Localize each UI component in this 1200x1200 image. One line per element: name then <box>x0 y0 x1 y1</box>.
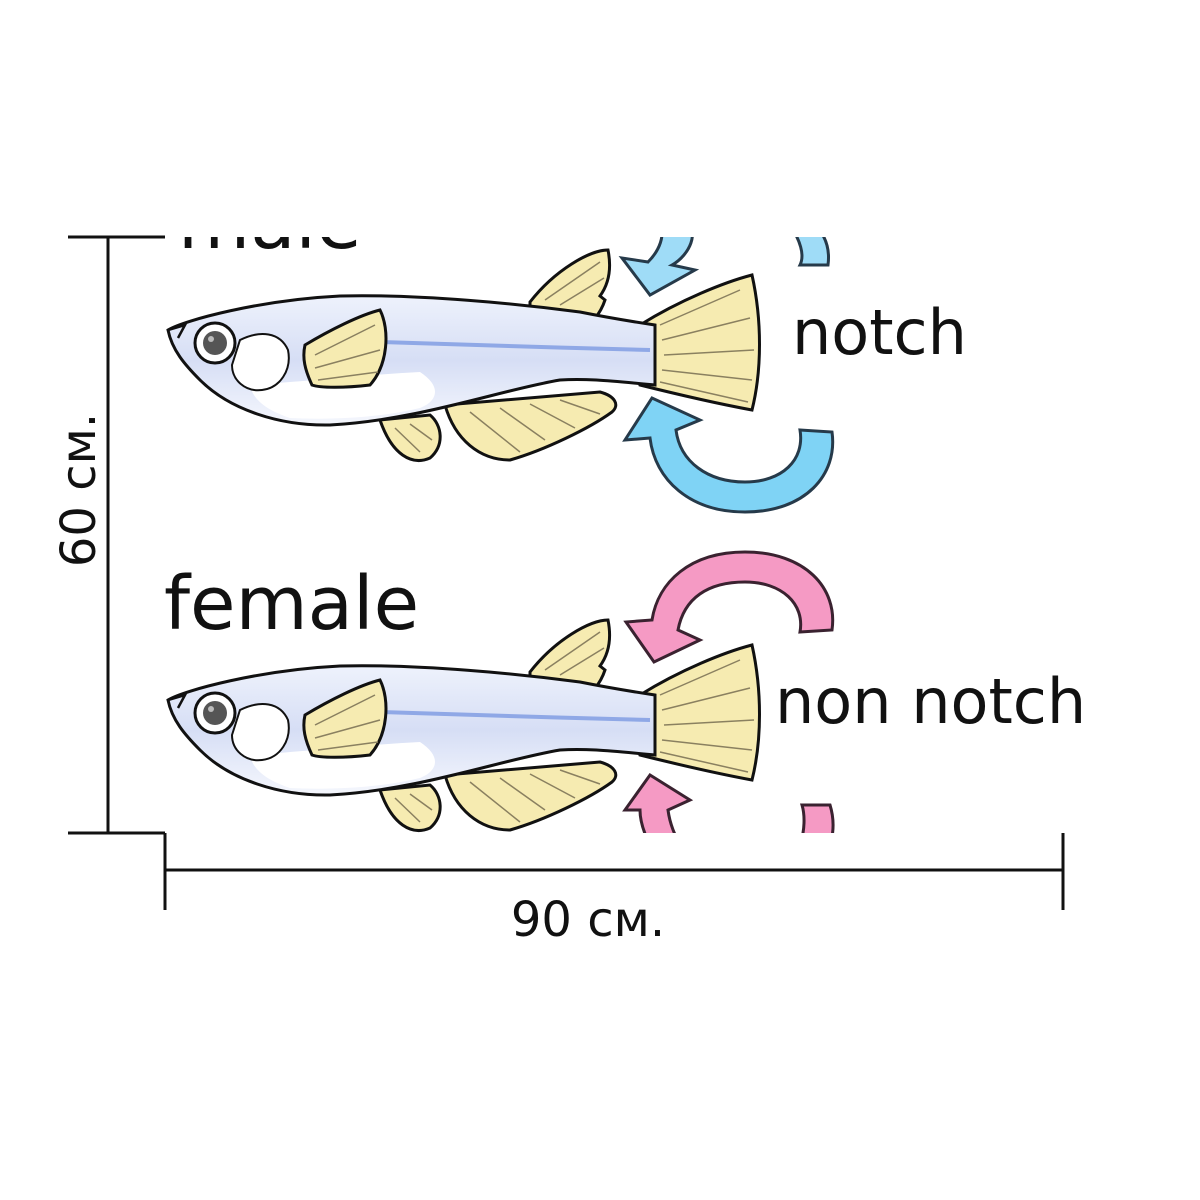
male-upper-arrow <box>618 237 830 297</box>
female-heading: female <box>164 561 419 647</box>
male-heading: male <box>178 180 362 266</box>
female-lower-arrow <box>622 772 835 833</box>
width-label: 90 см. <box>511 892 665 948</box>
female-panel: female non notch <box>164 550 1086 833</box>
male-panel: male notch <box>166 180 967 514</box>
female-tail-label: non notch <box>775 665 1086 738</box>
male-tail-label: notch <box>792 296 967 369</box>
width-dimension <box>163 833 1065 910</box>
height-dimension <box>68 235 165 835</box>
male-lower-arrow <box>622 396 835 514</box>
female-upper-arrow <box>623 550 835 664</box>
height-label: 60 см. <box>51 413 107 567</box>
